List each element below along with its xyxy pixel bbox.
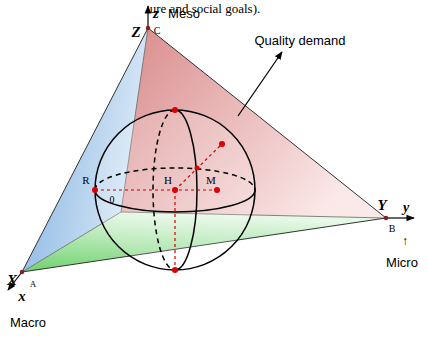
point-label: R	[82, 175, 89, 186]
vertex-label: C	[154, 26, 161, 36]
axis-name: y	[403, 201, 409, 215]
level-label: Macro	[10, 316, 46, 329]
axis-name: x	[19, 290, 26, 304]
axis-point: Z	[131, 25, 140, 40]
caption-fragment: ure and social goals).	[150, 2, 260, 15]
axis-point: X	[7, 273, 17, 288]
axis-point: Y	[377, 198, 386, 213]
leader-line	[238, 52, 282, 116]
origin-label: 0	[110, 195, 115, 205]
vertex-label: B	[389, 224, 396, 234]
point-label: M	[206, 175, 216, 186]
point-label: H	[164, 175, 172, 186]
pyramid-outline	[22, 28, 386, 272]
axes	[8, 6, 414, 290]
vertex-label: A	[30, 280, 37, 289]
level-label: Meso	[168, 7, 200, 20]
callout-label: Quality demand	[254, 34, 345, 47]
sphere-radii	[95, 144, 222, 270]
inner-edges	[22, 28, 386, 272]
quality-sphere	[95, 110, 255, 270]
arrow-symbol: ↑	[402, 235, 408, 247]
axis-name: z	[153, 6, 159, 21]
level-label: Micro	[386, 256, 418, 269]
vertex-dots	[20, 26, 388, 274]
sphere-points	[92, 107, 225, 273]
